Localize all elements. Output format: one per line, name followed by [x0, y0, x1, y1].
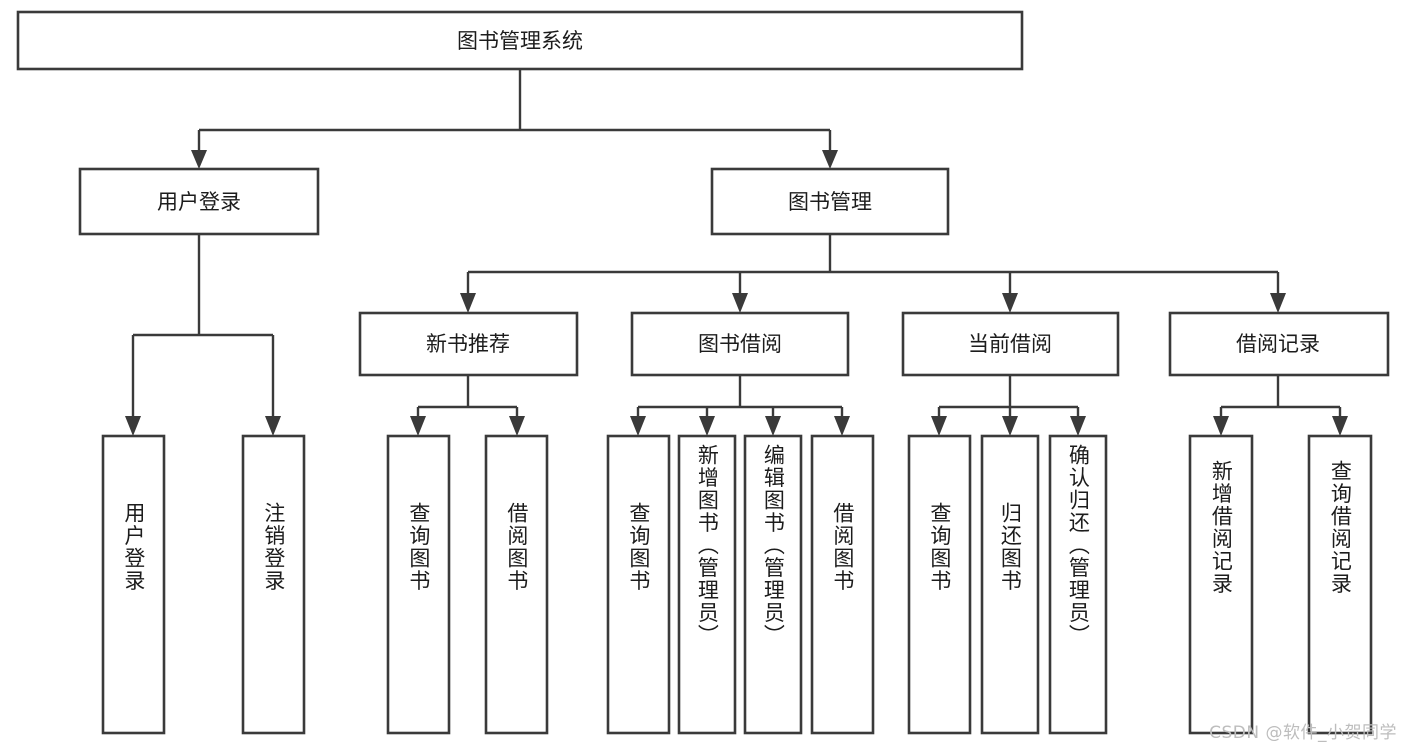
node-current-borrow-label: 当前借阅: [968, 332, 1052, 356]
node-borrow-record[interactable]: 借阅记录: [1168, 311, 1390, 377]
arrow-head-leaf-query-record: [1332, 416, 1348, 436]
node-borrow-record-box[interactable]: [1168, 311, 1390, 377]
node-leaf-user-logout-box[interactable]: [241, 434, 306, 735]
arrow-head-book-manage: [822, 150, 838, 169]
node-book-manage-box[interactable]: [710, 167, 950, 236]
node-root[interactable]: 图书管理系统: [16, 10, 1024, 71]
node-leaf-query-record-box[interactable]: [1307, 434, 1373, 735]
node-book-borrow-label: 图书借阅: [698, 332, 782, 356]
arrow-head-new-book-rec: [460, 293, 476, 313]
node-borrow-record-label: 借阅记录: [1236, 332, 1320, 356]
node-root-label: 图书管理系统: [457, 29, 583, 53]
arrow-head-borrow-record: [1270, 293, 1286, 313]
node-book-manage-label: 图书管理: [788, 190, 872, 214]
arrow-head-leaf-query-book-2: [630, 416, 646, 436]
arrow-head-leaf-query-book-3: [931, 416, 947, 436]
node-new-book-rec-box[interactable]: [358, 311, 579, 377]
node-current-borrow-box[interactable]: [901, 311, 1120, 377]
arrow-head-leaf-borrow-book-2: [834, 416, 850, 436]
connector-layer: [125, 69, 1348, 436]
node-leaf-query-book-1-box[interactable]: [386, 434, 451, 735]
arrow-head-leaf-edit-book: [765, 416, 781, 436]
arrow-head-leaf-confirm-return: [1070, 416, 1086, 436]
node-new-book-rec-label: 新书推荐: [426, 332, 510, 356]
arrow-head-leaf-borrow-book-1: [509, 416, 525, 436]
arrow-head-leaf-add-book: [699, 416, 715, 436]
arrow-head-leaf-query-book-1: [410, 416, 426, 436]
node-book-borrow[interactable]: 图书借阅: [630, 311, 850, 377]
node-leaf-borrow-book-1-box[interactable]: [484, 434, 549, 735]
node-new-book-rec[interactable]: 新书推荐: [358, 311, 579, 377]
node-user-login[interactable]: 用户登录: [78, 167, 320, 236]
arrow-head-user-login: [191, 150, 207, 169]
arrow-head-current-borrow: [1002, 293, 1018, 313]
watermark-text: CSDN @软件_小贺同学: [1209, 723, 1397, 743]
node-book-borrow-box[interactable]: [630, 311, 850, 377]
node-user-login-box[interactable]: [78, 167, 320, 236]
arrow-head-book-borrow: [732, 293, 748, 313]
arrow-head-leaf-user-logout: [265, 416, 281, 436]
node-root-box[interactable]: [16, 10, 1024, 71]
node-leaf-add-book-box[interactable]: [677, 434, 737, 735]
node-current-borrow[interactable]: 当前借阅: [901, 311, 1120, 377]
arrow-head-leaf-add-record: [1213, 416, 1229, 436]
arrow-head-leaf-user-login: [125, 416, 141, 436]
node-leaf-add-record-box[interactable]: [1188, 434, 1254, 735]
node-user-login-label: 用户登录: [157, 190, 241, 214]
node-leaf-confirm-return-box[interactable]: [1048, 434, 1108, 735]
node-leaf-user-login-box[interactable]: [101, 434, 166, 735]
node-leaf-edit-book-box[interactable]: [743, 434, 803, 735]
node-leaf-return-book-box[interactable]: [980, 434, 1040, 735]
arrow-head-leaf-return-book: [1002, 416, 1018, 436]
node-book-manage[interactable]: 图书管理: [710, 167, 950, 236]
node-leaf-query-book-2-box[interactable]: [606, 434, 671, 735]
node-leaf-borrow-book-2-box[interactable]: [810, 434, 875, 735]
node-leaf-query-book-3-box[interactable]: [907, 434, 972, 735]
